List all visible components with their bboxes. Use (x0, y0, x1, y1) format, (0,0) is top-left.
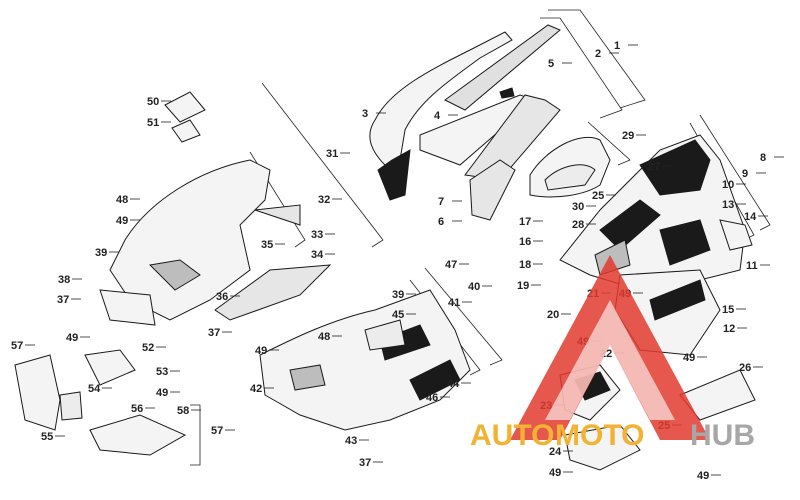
callout-56: 56 (131, 403, 143, 415)
callout-44: 44 (447, 378, 460, 390)
callout-15: 15 (722, 304, 734, 316)
callout-6: 6 (438, 216, 444, 228)
callout-27: 27 (648, 161, 660, 173)
callout-39: 39 (95, 247, 107, 259)
callout-11: 11 (746, 260, 758, 272)
callout-36: 36 (216, 291, 228, 303)
callout-40: 40 (468, 281, 480, 293)
callout-extra-57: 57 (211, 425, 223, 437)
callout-48: 48 (116, 194, 128, 206)
callout-2: 2 (595, 48, 601, 60)
callout-53: 53 (156, 366, 168, 378)
callout-55: 55 (41, 431, 53, 443)
callout-58: 58 (177, 405, 189, 417)
callout-52: 52 (142, 342, 154, 354)
side-panel-assembly (529, 136, 611, 198)
callout-1: 1 (614, 40, 620, 52)
part-labels: 1234567891011121314151617181920212223242… (11, 40, 784, 458)
callout-24: 24 (549, 446, 562, 458)
callout-31: 31 (326, 148, 338, 160)
small-trim-parts (164, 91, 206, 143)
callout-30: 30 (572, 201, 584, 213)
callout-42: 42 (250, 383, 262, 395)
callout-25: 25 (592, 190, 604, 202)
callout-38: 38 (58, 274, 70, 286)
bottom-nose-pan (259, 289, 471, 431)
callout-19: 19 (517, 280, 529, 292)
callout-54: 54 (88, 383, 101, 395)
callout-41: 41 (448, 297, 460, 309)
callout-43: 43 (345, 435, 357, 447)
left-belly-pan (99, 159, 332, 326)
callout-5: 5 (548, 58, 554, 70)
callout-extra-48: 48 (318, 331, 330, 343)
callout-4: 4 (434, 110, 441, 122)
callout-49: 49 (116, 215, 128, 227)
watermark-text-left: AUTO (470, 419, 554, 452)
callout-45: 45 (392, 309, 404, 321)
watermark-text-right: HUB (690, 419, 755, 452)
callout-extra-37: 37 (359, 457, 371, 469)
callout-35: 35 (261, 239, 273, 251)
hood-assembly (369, 24, 561, 221)
callout-18: 18 (519, 259, 531, 271)
callout-8: 8 (760, 152, 766, 164)
watermark-text-mid: MOTO (555, 419, 644, 452)
callout-17: 17 (519, 216, 531, 228)
callout-47: 47 (445, 259, 457, 271)
callout-51: 51 (147, 117, 159, 129)
callout-28: 28 (572, 219, 584, 231)
callout-12: 12 (723, 323, 735, 335)
bottom-left-parts (14, 349, 187, 456)
callout-extra-49: 49 (156, 387, 168, 399)
callout-26: 26 (739, 362, 751, 374)
callout-extra-49: 49 (697, 470, 709, 482)
callout-57: 57 (11, 340, 23, 352)
callout-10: 10 (722, 179, 734, 191)
callout-32: 32 (318, 194, 330, 206)
callout-16: 16 (519, 236, 531, 248)
callout-extra-49: 49 (66, 332, 78, 344)
callout-50: 50 (147, 96, 159, 108)
callout-37: 37 (57, 294, 69, 306)
callout-20: 20 (547, 309, 559, 321)
watermark: AUTO MOTO HUB (470, 255, 755, 452)
callout-9: 9 (742, 168, 748, 180)
callout-33: 33 (311, 229, 323, 241)
callout-extra-49: 49 (683, 352, 695, 364)
callout-extra-49: 49 (255, 345, 267, 357)
callout-7: 7 (438, 196, 444, 208)
callout-extra-49: 49 (549, 467, 561, 479)
callout-extra-39: 39 (392, 289, 404, 301)
callout-3: 3 (362, 108, 368, 120)
callout-34: 34 (311, 249, 324, 261)
callout-extra-37: 37 (208, 327, 220, 339)
watermark-triangle-inner (545, 300, 675, 420)
callout-46: 46 (426, 392, 438, 404)
callout-13: 13 (722, 199, 734, 211)
callout-14: 14 (744, 211, 757, 223)
callout-29: 29 (622, 130, 634, 142)
